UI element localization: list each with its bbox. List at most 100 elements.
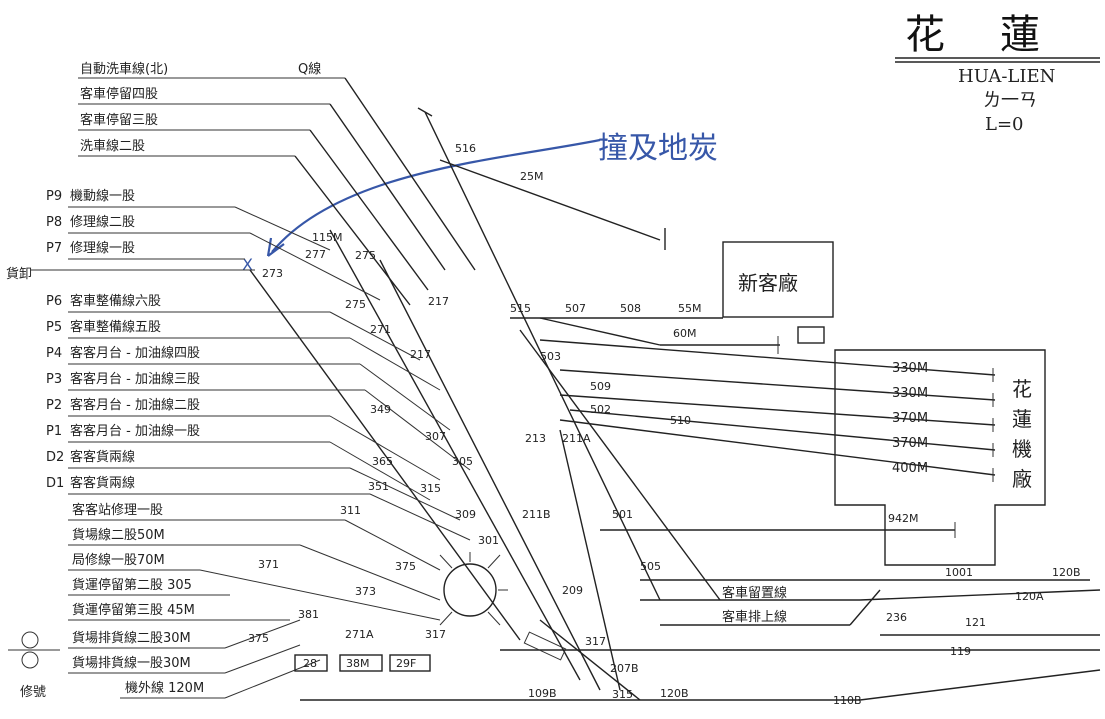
svg-text:120B: 120B xyxy=(660,687,689,700)
left-label: 修理線二股 xyxy=(70,214,135,230)
left-code: P6 xyxy=(46,294,62,309)
svg-text:121: 121 xyxy=(965,616,986,629)
svg-text:207B: 207B xyxy=(610,662,639,675)
title-code: ㄌ一ㄢ xyxy=(983,90,1037,111)
svg-text:271: 271 xyxy=(370,323,391,336)
svg-text:317: 317 xyxy=(585,635,606,648)
svg-text:307: 307 xyxy=(425,430,446,443)
yard-label-1: 花 xyxy=(1012,377,1032,401)
svg-text:516: 516 xyxy=(455,142,476,155)
depot-label: 新客廠 xyxy=(738,271,798,295)
small-box-label: 29F xyxy=(396,657,416,670)
svg-text:275: 275 xyxy=(355,249,376,262)
title-char-2: 蓮 xyxy=(1000,12,1040,58)
yard-label-3: 機 xyxy=(1012,437,1032,461)
turntable-icon xyxy=(443,563,497,617)
left-label: 客客月台 - 加油線一股 xyxy=(70,423,200,439)
lower-left-track-list: 客客站修理一股 貨場線二股50M 局修線一股70M 貨運停留第二股 305 貨運… xyxy=(68,502,345,699)
svg-text:365: 365 xyxy=(372,455,393,468)
svg-text:217: 217 xyxy=(410,348,431,361)
track-length: 370M xyxy=(892,436,928,451)
right-label-2: 客車排上線 xyxy=(722,609,787,625)
svg-text:501: 501 xyxy=(612,508,633,521)
left-code: P8 xyxy=(46,215,62,230)
svg-text:25M: 25M xyxy=(520,170,544,183)
svg-text:317: 317 xyxy=(425,628,446,641)
svg-text:942M: 942M xyxy=(888,512,919,525)
svg-text:301: 301 xyxy=(478,534,499,547)
svg-text:375: 375 xyxy=(248,632,269,645)
left-code: P4 xyxy=(46,346,62,361)
signal-icon xyxy=(21,651,39,669)
small-box-label: 28 xyxy=(303,657,317,670)
svg-text:211B: 211B xyxy=(522,508,551,521)
svg-text:351: 351 xyxy=(368,480,389,493)
svg-text:315: 315 xyxy=(612,688,633,701)
switch-numbers: 516 277 273 275 217 271 217 515 507 508 … xyxy=(248,142,691,701)
svg-text:120B: 120B xyxy=(1052,566,1081,579)
svg-text:507: 507 xyxy=(565,302,586,315)
right-label-1: 客車留置線 xyxy=(722,585,787,601)
yard-label-2: 蓮 xyxy=(1012,407,1032,431)
lower-left-label: 貨運停留第二股 305 xyxy=(72,577,192,593)
svg-text:373: 373 xyxy=(355,585,376,598)
top-label-2: 客車停留四股 xyxy=(80,86,158,102)
left-code: P1 xyxy=(46,424,62,439)
svg-text:515: 515 xyxy=(510,302,531,315)
lower-left-label: 貨運停留第三股 45M xyxy=(72,602,195,618)
svg-text:120A: 120A xyxy=(1015,590,1044,603)
track-length: 330M xyxy=(892,386,928,401)
top-label-1: 自動洗車線(北) xyxy=(80,61,168,77)
track-length: 330M xyxy=(892,361,928,376)
top-label-3: 客車停留三股 xyxy=(80,112,158,128)
svg-text:109B: 109B xyxy=(528,687,557,700)
svg-text:236: 236 xyxy=(886,611,907,624)
svg-text:502: 502 xyxy=(590,403,611,416)
svg-text:273: 273 xyxy=(262,267,283,280)
depot-building xyxy=(722,241,834,318)
svg-text:277: 277 xyxy=(305,248,326,261)
signal-icon xyxy=(21,631,39,649)
lower-left-label: 局修線一股70M xyxy=(72,552,165,568)
svg-text:1001: 1001 xyxy=(945,566,973,579)
track-length: 400M xyxy=(892,461,928,476)
lower-left-label: 貨場排貨線二股30M xyxy=(72,630,191,646)
svg-text:209: 209 xyxy=(562,584,583,597)
left-code: P2 xyxy=(46,398,62,413)
left-code: D2 xyxy=(46,450,64,465)
svg-text:508: 508 xyxy=(620,302,641,315)
left-label: 客客月台 - 加油線二股 xyxy=(70,397,200,413)
svg-text:510: 510 xyxy=(670,414,691,427)
small-box-label: 38M xyxy=(346,657,370,670)
svg-text:213: 213 xyxy=(525,432,546,445)
title-romanized: HUA-LIEN xyxy=(958,66,1055,87)
svg-text:115M: 115M xyxy=(312,231,343,244)
svg-text:271A: 271A xyxy=(345,628,374,641)
svg-text:211A: 211A xyxy=(562,432,591,445)
left-label: 客客月台 - 加油線三股 xyxy=(70,371,200,387)
top-label-4: 洗車線二股 xyxy=(80,138,145,154)
svg-text:305: 305 xyxy=(452,455,473,468)
left-code: P3 xyxy=(46,372,62,387)
left-code: 貨卸 xyxy=(6,266,32,282)
annotation-note: 撞及地炭 xyxy=(598,131,718,166)
annotation-arrow xyxy=(271,138,601,253)
svg-text:60M: 60M xyxy=(673,327,697,340)
lower-left-label: 貨場線二股50M xyxy=(72,527,165,543)
annotation-arrowhead xyxy=(266,237,285,257)
svg-text:503: 503 xyxy=(540,350,561,363)
svg-text:110B: 110B xyxy=(833,694,862,707)
left-code: D1 xyxy=(46,476,64,491)
left-label: 客車整備線五股 xyxy=(70,319,161,335)
svg-text:375: 375 xyxy=(395,560,416,573)
svg-text:505: 505 xyxy=(640,560,661,573)
lower-left-label: 機外線 120M xyxy=(125,680,204,696)
lower-left-label: 客客站修理一股 xyxy=(72,502,163,518)
left-label: 客客月台 - 加油線四股 xyxy=(70,345,200,361)
left-label: 機動線一股 xyxy=(70,188,135,204)
svg-text:309: 309 xyxy=(455,508,476,521)
small-box xyxy=(339,654,383,672)
track-length: 370M xyxy=(892,411,928,426)
left-track-list: P9 機動線一股 P8 修理線二股 P7 修理線一股 貨卸 P6 客車整備線六股… xyxy=(6,188,370,495)
